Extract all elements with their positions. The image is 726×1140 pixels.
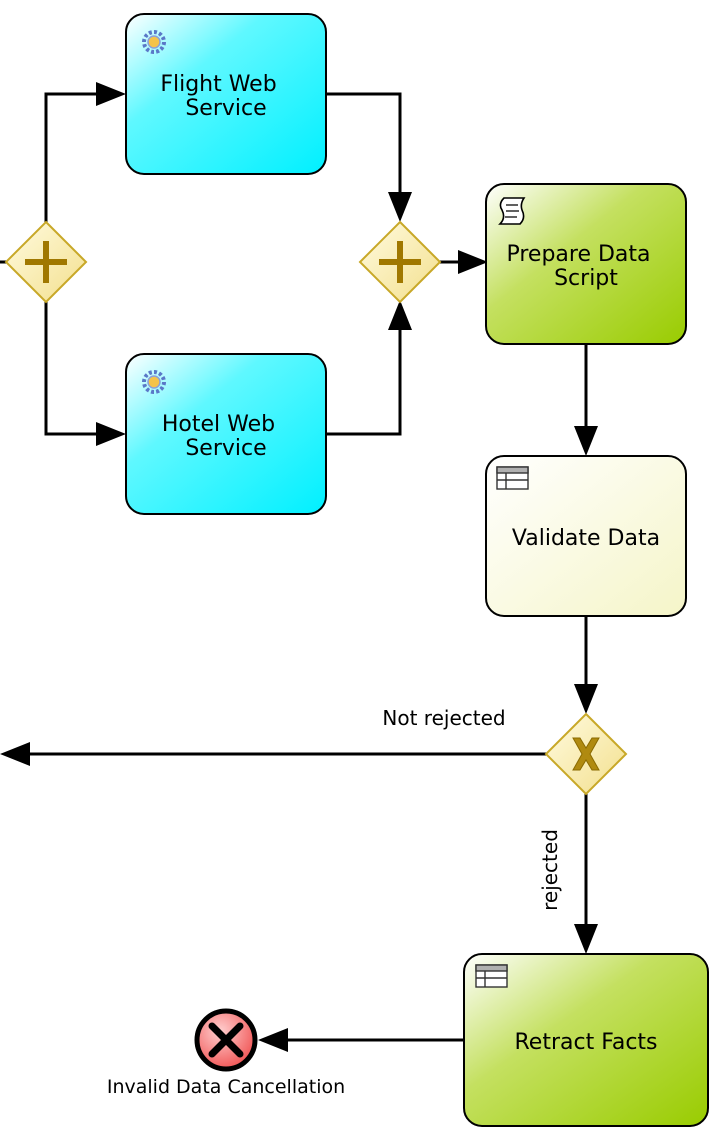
gateway-join[interactable] — [358, 220, 442, 304]
task-label: Flight Web Service — [160, 72, 283, 121]
arrowhead-icon — [574, 924, 598, 954]
gear-icon — [142, 370, 166, 394]
arrowhead-icon — [96, 82, 126, 106]
task-label: Validate Data — [512, 526, 660, 551]
arrowhead-icon — [388, 300, 412, 330]
arrowhead-icon — [458, 250, 488, 274]
x-icon — [572, 737, 600, 771]
arrowhead-icon — [96, 422, 126, 446]
task-flight-web-service[interactable]: Flight Web Service — [125, 13, 327, 175]
arrowhead-icon — [0, 742, 30, 766]
flow-split-to-flight[interactable] — [44, 92, 104, 222]
table-icon — [475, 964, 508, 988]
gateway-split[interactable] — [4, 220, 88, 304]
task-label: Retract Facts — [515, 1030, 658, 1055]
task-hotel-web-service[interactable]: Hotel Web Service — [125, 353, 327, 515]
gear-icon — [142, 30, 166, 54]
flow-hotel-to-join[interactable] — [327, 322, 402, 436]
arrowhead-icon — [388, 192, 412, 222]
flow-flight-to-join[interactable] — [327, 92, 402, 200]
arrow-heads — [0, 82, 598, 1052]
event-label: Invalid Data Cancellation — [107, 1076, 345, 1098]
flow-label-not-rejected: Not rejected — [382, 706, 505, 730]
end-event-invalid-data-cancellation[interactable] — [194, 1008, 258, 1072]
table-icon — [496, 466, 529, 490]
task-label: Hotel Web Service — [162, 412, 282, 461]
gateway-decision[interactable] — [544, 712, 628, 796]
script-icon — [498, 197, 526, 225]
task-validate-data[interactable]: Validate Data — [485, 455, 687, 617]
plus-icon — [25, 241, 67, 283]
task-prepare-data-script[interactable]: Prepare Data Script — [485, 183, 687, 345]
flow-label-rejected: rejected — [538, 829, 562, 911]
arrowhead-icon — [258, 1028, 288, 1052]
task-label: Prepare Data Script — [506, 242, 657, 291]
sequence-flows — [0, 92, 588, 1042]
error-x-icon — [208, 1022, 244, 1058]
plus-icon — [379, 241, 421, 283]
task-retract-facts[interactable]: Retract Facts — [463, 953, 709, 1127]
arrowhead-icon — [574, 684, 598, 714]
flow-split-to-hotel[interactable] — [44, 300, 104, 436]
arrowhead-icon — [574, 426, 598, 456]
